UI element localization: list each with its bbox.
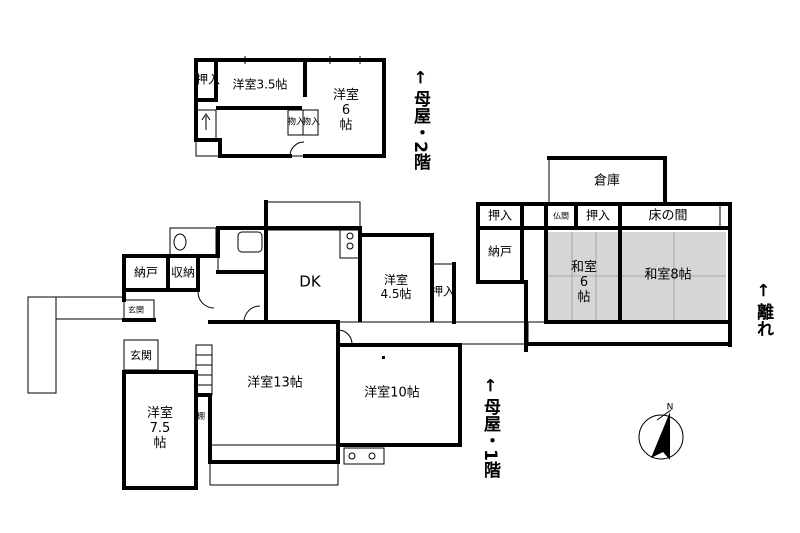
storage-label: 倉庫 (594, 174, 620, 189)
annex-nando-label: 納戸 (488, 245, 512, 259)
upper-floor (194, 56, 386, 158)
annex-caption: ← 離れ (753, 283, 774, 337)
upper-oshiire-label: 押入 (196, 73, 220, 87)
main-oshiire-label: 押入 (431, 285, 455, 299)
tokonoma-label: 床の間 (648, 209, 687, 224)
butsuma-label: 仏間 (553, 212, 569, 221)
shuno-label: 収納 (171, 266, 195, 280)
upper-floor-caption: ← 母屋・2階 (410, 70, 431, 171)
entrance-small-label: 玄関 (128, 305, 144, 315)
shelf-label: 棚 (197, 411, 205, 421)
entrance-label: 玄関 (130, 348, 152, 362)
main-floor-caption: ← 母屋・1階 (480, 378, 501, 479)
dk-label: DK (299, 273, 322, 291)
main-floor (27, 200, 529, 490)
annex-oshiire-2-label: 押入 (586, 209, 610, 223)
western-13-label: 洋室13帖 (247, 375, 303, 391)
upper-monoire-2-label: 物入 (302, 116, 320, 128)
compass (638, 409, 684, 460)
western-10-label: 洋室10帖 (364, 385, 420, 401)
nando-label: 納戸 (134, 266, 158, 280)
japanese-8-label: 和室8帖 (644, 267, 691, 283)
upper-western-3-5-label: 洋室3.5帖 (232, 77, 287, 92)
annex (476, 156, 732, 352)
upper-monoire-1-label: 物入 (287, 116, 305, 128)
compass-north-label: N (667, 403, 674, 413)
annex-oshiire-1-label: 押入 (488, 209, 512, 223)
